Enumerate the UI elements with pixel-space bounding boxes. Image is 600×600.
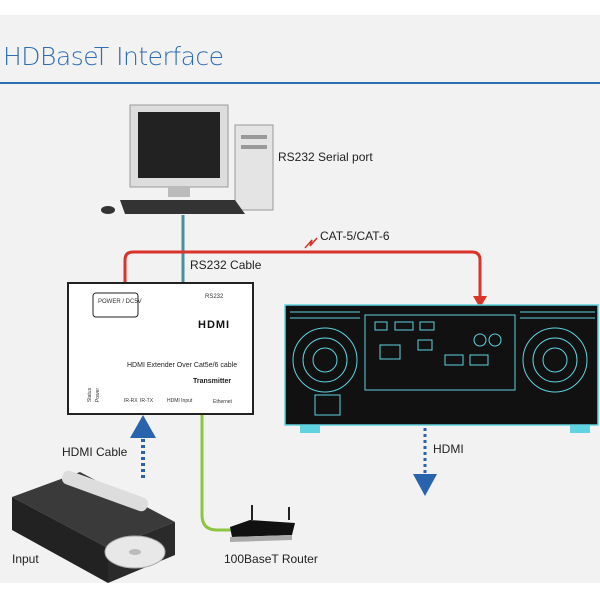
- power-port-label: POWER / DC5V: [98, 299, 142, 305]
- transmitter-label: Transmitter: [193, 378, 232, 385]
- rs232-serial-port-label: RS232 Serial port: [278, 150, 373, 164]
- ethernet-label: Ethernet: [213, 399, 232, 405]
- computer-icon: [101, 104, 274, 214]
- router-icon: [230, 505, 295, 542]
- page-title: HDBaseT Interface: [3, 42, 224, 71]
- status-led-label: Status: [87, 387, 94, 403]
- cat-cable-label: CAT-5/CAT-6: [320, 229, 390, 243]
- ir-tx-label: IR-TX: [140, 398, 154, 404]
- hdmi-output-label: HDMI: [433, 442, 464, 456]
- lightning-icon: [304, 237, 318, 249]
- cat-cable-arrowhead: [473, 296, 487, 308]
- hdmi-input-label: HDMI Input: [167, 398, 193, 404]
- title-divider: [0, 82, 600, 84]
- ethernet-cable: [200, 414, 232, 532]
- hdmi-out-arrowhead: [413, 474, 437, 496]
- hdmi-cable-arrowhead: [130, 415, 156, 438]
- rs232-port-label: RS232: [205, 294, 224, 300]
- hdmi-cable-label: HDMI Cable: [62, 445, 128, 459]
- input-label: Input: [12, 552, 39, 566]
- router-label: 100BaseT Router: [224, 552, 318, 566]
- dvd-player-icon: [12, 470, 175, 583]
- rs232-cable-label: RS232 Cable: [190, 258, 262, 272]
- power-led-label: Power: [95, 387, 102, 403]
- hdmi-logo: HDMI: [198, 319, 231, 331]
- ir-rx-label: IR-RX: [124, 398, 138, 404]
- cat-cable: [123, 250, 482, 298]
- product-name: HDMI Extender Over Cat5e/6 cable: [127, 362, 238, 369]
- projector-icon: [284, 304, 599, 433]
